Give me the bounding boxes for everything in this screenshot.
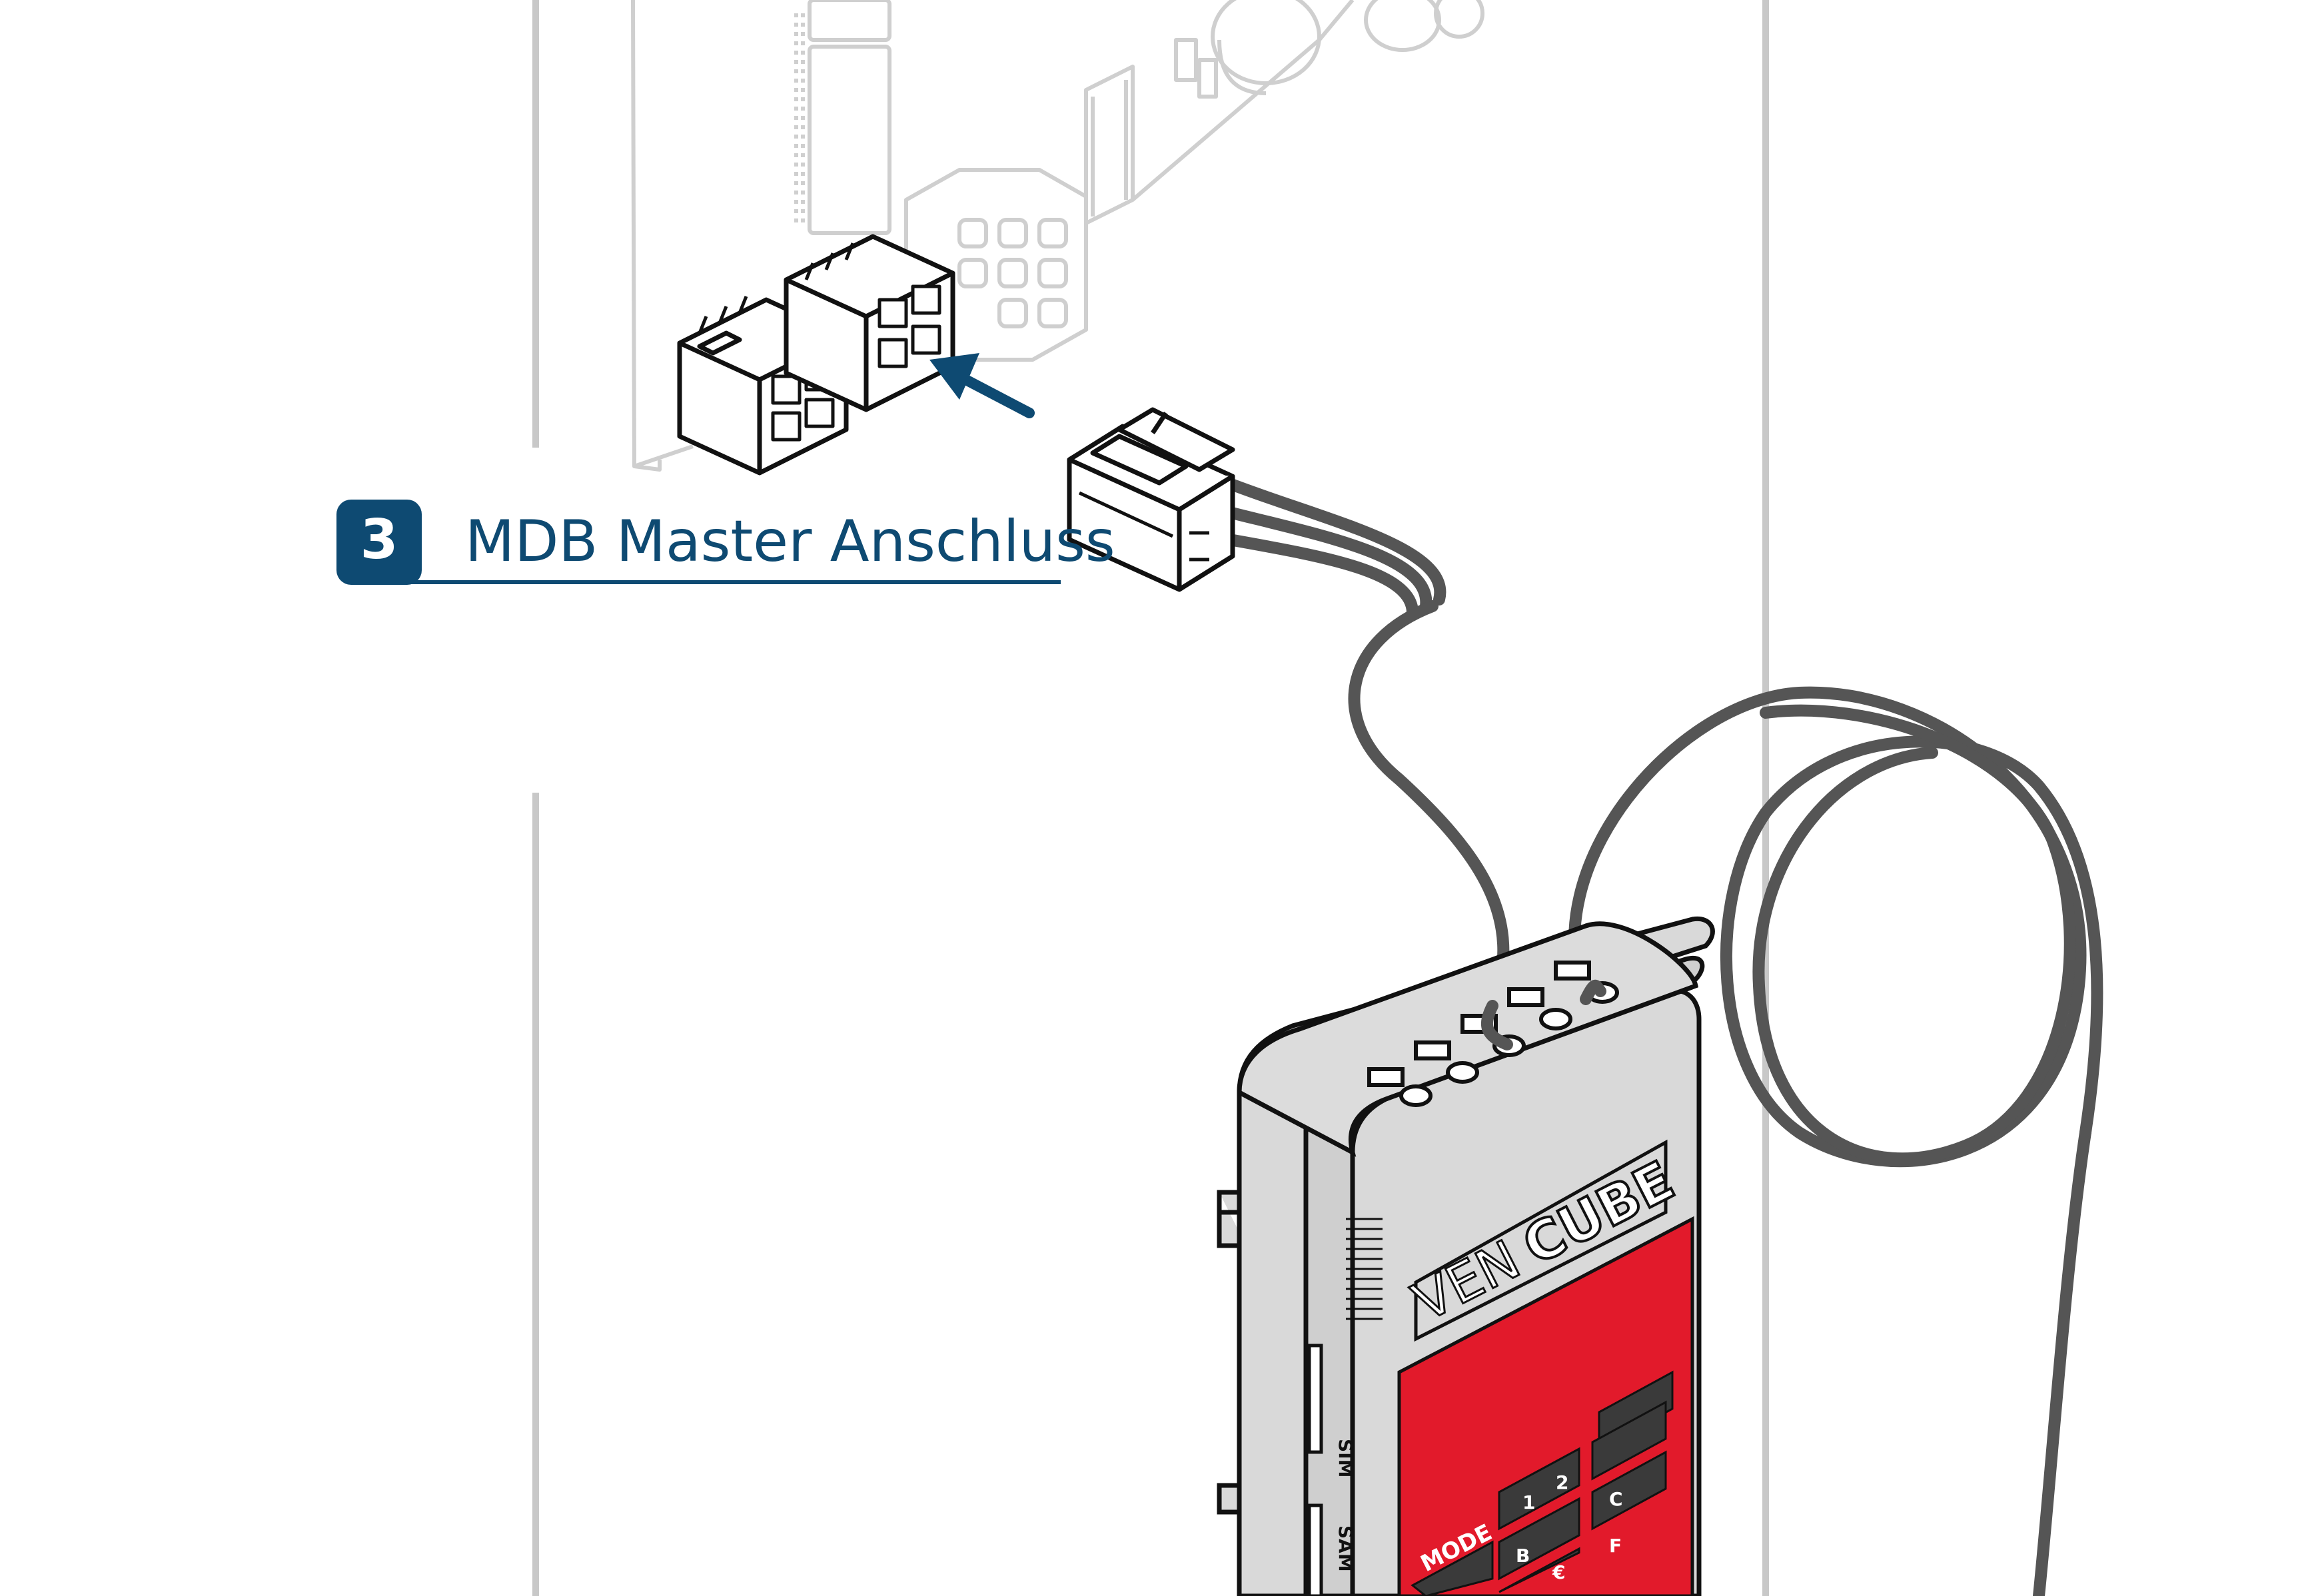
- cable-entry: [1481, 979, 1606, 1050]
- mdb-cable: [1187, 474, 2103, 1596]
- key-b: B: [1516, 1545, 1530, 1567]
- mdb-plug: [1067, 407, 1235, 592]
- logo-plate: [1414, 1139, 1668, 1342]
- mdb-socket: [677, 234, 955, 476]
- controller-board: [631, 0, 1484, 472]
- card-slots: SIM SAM: [1307, 1344, 1357, 1596]
- key-euro: €: [1552, 1561, 1565, 1583]
- step-number-badge: [336, 500, 422, 585]
- key-f: F: [1609, 1535, 1622, 1557]
- step-label: 3 MDB Master Anschluss: [336, 500, 1115, 585]
- keypad: [1411, 1370, 1674, 1596]
- sam-slot-label: SAM: [1335, 1525, 1357, 1572]
- keypad-key-labels: 1 2 B C F €: [1516, 1471, 1623, 1583]
- arrow-icon: [929, 353, 1035, 418]
- key-2: 2: [1556, 1471, 1568, 1493]
- key-c: C: [1609, 1488, 1623, 1510]
- vent-grille: [1346, 1218, 1383, 1320]
- step-number: 3: [360, 508, 398, 572]
- sim-slot-label: SIM: [1335, 1439, 1357, 1477]
- step-title: MDB Master Anschluss: [465, 508, 1115, 575]
- key-1: 1: [1522, 1491, 1535, 1513]
- vencube-device: SIM SAM VEN CUBE MODE 1 2 B C F: [1217, 916, 1715, 1596]
- cabinet-background: [532, 0, 1769, 1596]
